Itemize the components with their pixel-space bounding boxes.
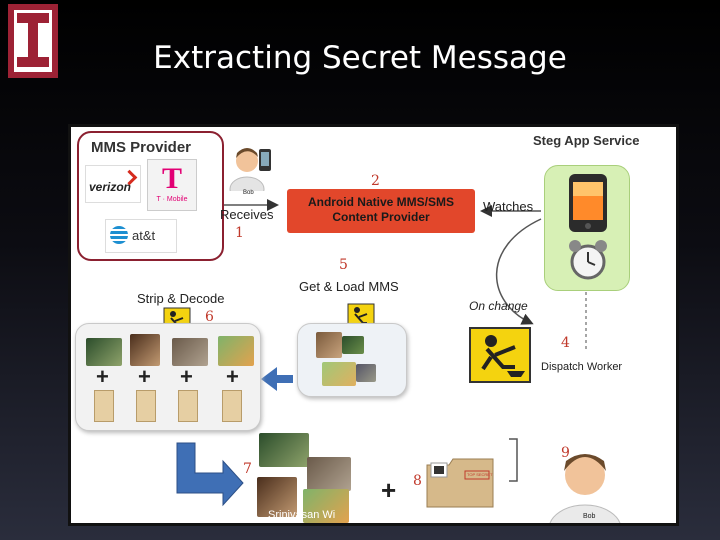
on-change-label: On change	[469, 299, 528, 313]
verizon-logo: verizon	[85, 165, 141, 203]
bob-avatar-icon	[229, 148, 271, 191]
step-6: 6	[205, 309, 214, 325]
steg-app-service-label: Steg App Service	[533, 133, 640, 148]
footer-author: Srinivasan Wi	[268, 509, 336, 521]
alarm-clock-icon	[569, 240, 607, 280]
result-arrow	[176, 442, 244, 507]
smartphone-icon	[569, 174, 607, 232]
bottom-bob-label: Bob	[583, 513, 596, 520]
dispatch-worker-label: Dispatch Worker	[541, 361, 623, 373]
recovered-rover-photo	[307, 457, 351, 491]
strip-decode-label: Strip & Decode	[137, 291, 225, 306]
receives-label: Receives	[220, 207, 274, 222]
step-9: 9	[561, 445, 570, 461]
plus-sign: +	[381, 475, 397, 505]
recovered-landscape-photo	[303, 489, 349, 523]
architecture-diagram: MMS Provider verizon T T · Mobile at&t B…	[68, 124, 679, 526]
tmobile-logo: T T · Mobile	[147, 159, 197, 211]
mms-provider-label: MMS Provider	[91, 139, 192, 156]
mms-messages-panel	[297, 323, 407, 397]
content-provider-box: Android Native MMS/SMS Content Provider	[287, 189, 475, 233]
steg-app-service-panel	[544, 165, 630, 291]
on-change-arrow	[495, 218, 542, 325]
slide-number: 16	[662, 508, 675, 520]
secret-folder-icon	[426, 458, 494, 508]
step-2: 2	[371, 173, 380, 189]
path-thumbnail	[342, 336, 364, 354]
rover-thumbnail	[356, 364, 376, 382]
bob-avatar-large-icon	[549, 454, 621, 523]
recovered-path-photo	[259, 433, 309, 467]
slide-title: Extracting Secret Message	[153, 40, 567, 76]
step-4: 4	[561, 335, 570, 351]
dispatch-worker-icon	[469, 327, 531, 383]
get-load-mms-label: Get & Load MMS	[299, 279, 399, 294]
temple-logo-icon	[8, 4, 58, 78]
att-logo: at&t	[105, 219, 177, 253]
portrait-thumbnail	[316, 332, 342, 358]
step-8: 8	[413, 473, 422, 489]
att-globe-icon	[110, 226, 128, 244]
arrows-layer	[176, 199, 587, 507]
recovered-portrait-photo	[257, 477, 297, 517]
landscape-thumbnail	[322, 362, 356, 386]
watches-label: Watches	[483, 199, 534, 214]
mms-provider-panel: MMS Provider verizon T T · Mobile at&t	[77, 131, 224, 261]
step-7: 7	[243, 461, 252, 477]
strip-decode-panel: + + + +	[75, 323, 261, 431]
step-5: 5	[339, 257, 348, 273]
step-1: 1	[235, 225, 244, 241]
